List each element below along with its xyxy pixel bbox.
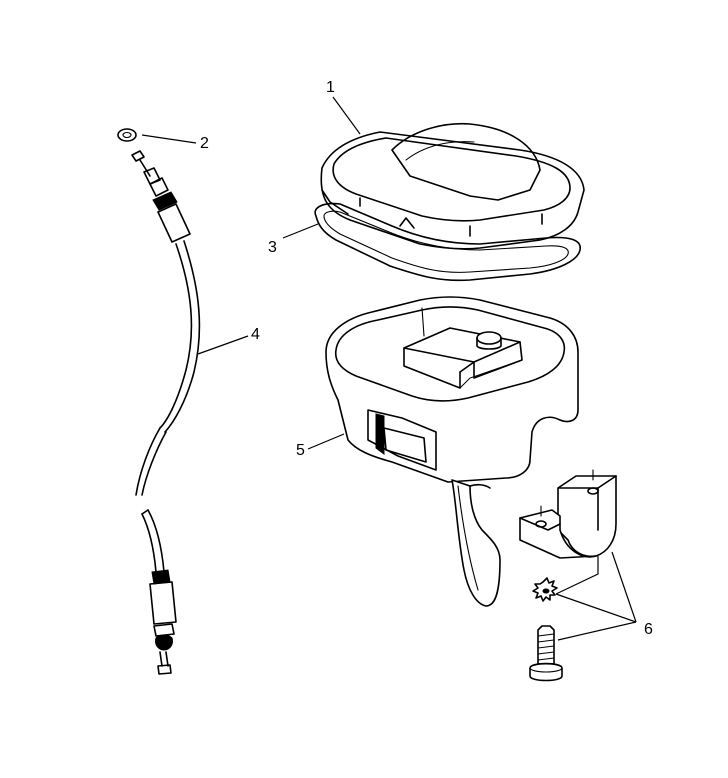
- gasket-part: [314, 202, 581, 282]
- housing-cover-part: [320, 122, 585, 250]
- callout-2: 2: [200, 135, 209, 152]
- callout-3: 3: [268, 239, 277, 256]
- callout-5: 5: [296, 442, 305, 459]
- leader-lines: [141, 96, 637, 641]
- throttle-cable-part: [131, 150, 201, 675]
- washer-part: [117, 128, 137, 142]
- callout-4: 4: [251, 326, 260, 343]
- throttle-housing-part: [325, 296, 579, 607]
- callout-1: 1: [326, 79, 335, 96]
- clamp-assembly-part: [519, 469, 617, 682]
- callout-6: 6: [644, 621, 653, 638]
